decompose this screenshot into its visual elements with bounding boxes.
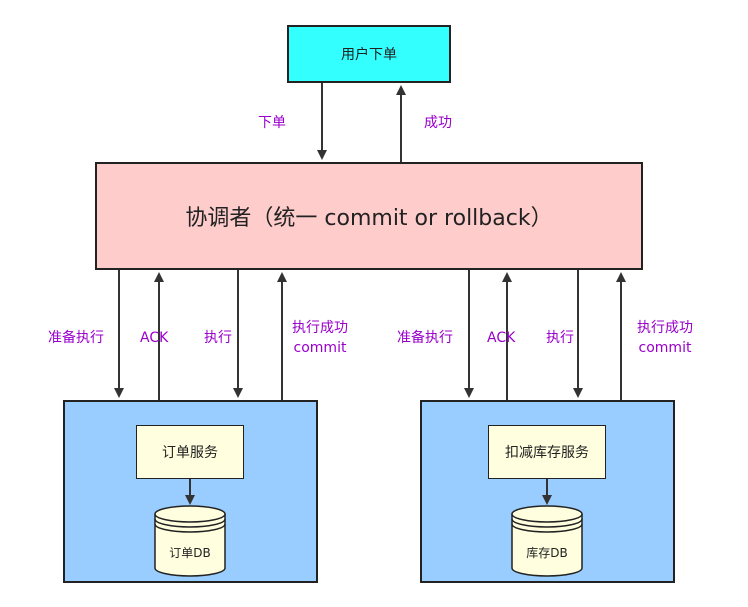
label-right-prepare: 准备执行: [397, 330, 453, 346]
order-db-cylinder: [154, 505, 226, 577]
label-right-execute: 执行: [546, 330, 574, 346]
order-service-box: 订单服务: [136, 425, 244, 479]
label-left-ack: ACK: [140, 330, 169, 346]
label-left-execute: 执行: [204, 330, 232, 346]
stock-service-label: 扣减库存服务: [505, 445, 589, 461]
label-place-order: 下单: [258, 115, 286, 131]
order-service-label: 订单服务: [162, 445, 218, 461]
user-order-label: 用户下单: [341, 47, 397, 63]
stock-service-box: 扣减库存服务: [488, 425, 606, 479]
user-order-box: 用户下单: [287, 25, 451, 83]
label-right-commit: 执行成功 commit: [637, 320, 693, 356]
label-left-prepare: 准备执行: [48, 330, 104, 346]
coordinator-box: 协调者（统一 commit or rollback）: [95, 162, 643, 270]
stock-db-label: 库存DB: [526, 545, 567, 560]
label-success: 成功: [424, 115, 452, 131]
stock-db-cylinder: [511, 505, 583, 577]
label-right-ack: ACK: [487, 330, 516, 346]
label-left-commit: 执行成功 commit: [292, 320, 348, 356]
order-db-label: 订单DB: [169, 546, 210, 560]
coordinator-label: 协调者（统一 commit or rollback）: [185, 206, 553, 231]
